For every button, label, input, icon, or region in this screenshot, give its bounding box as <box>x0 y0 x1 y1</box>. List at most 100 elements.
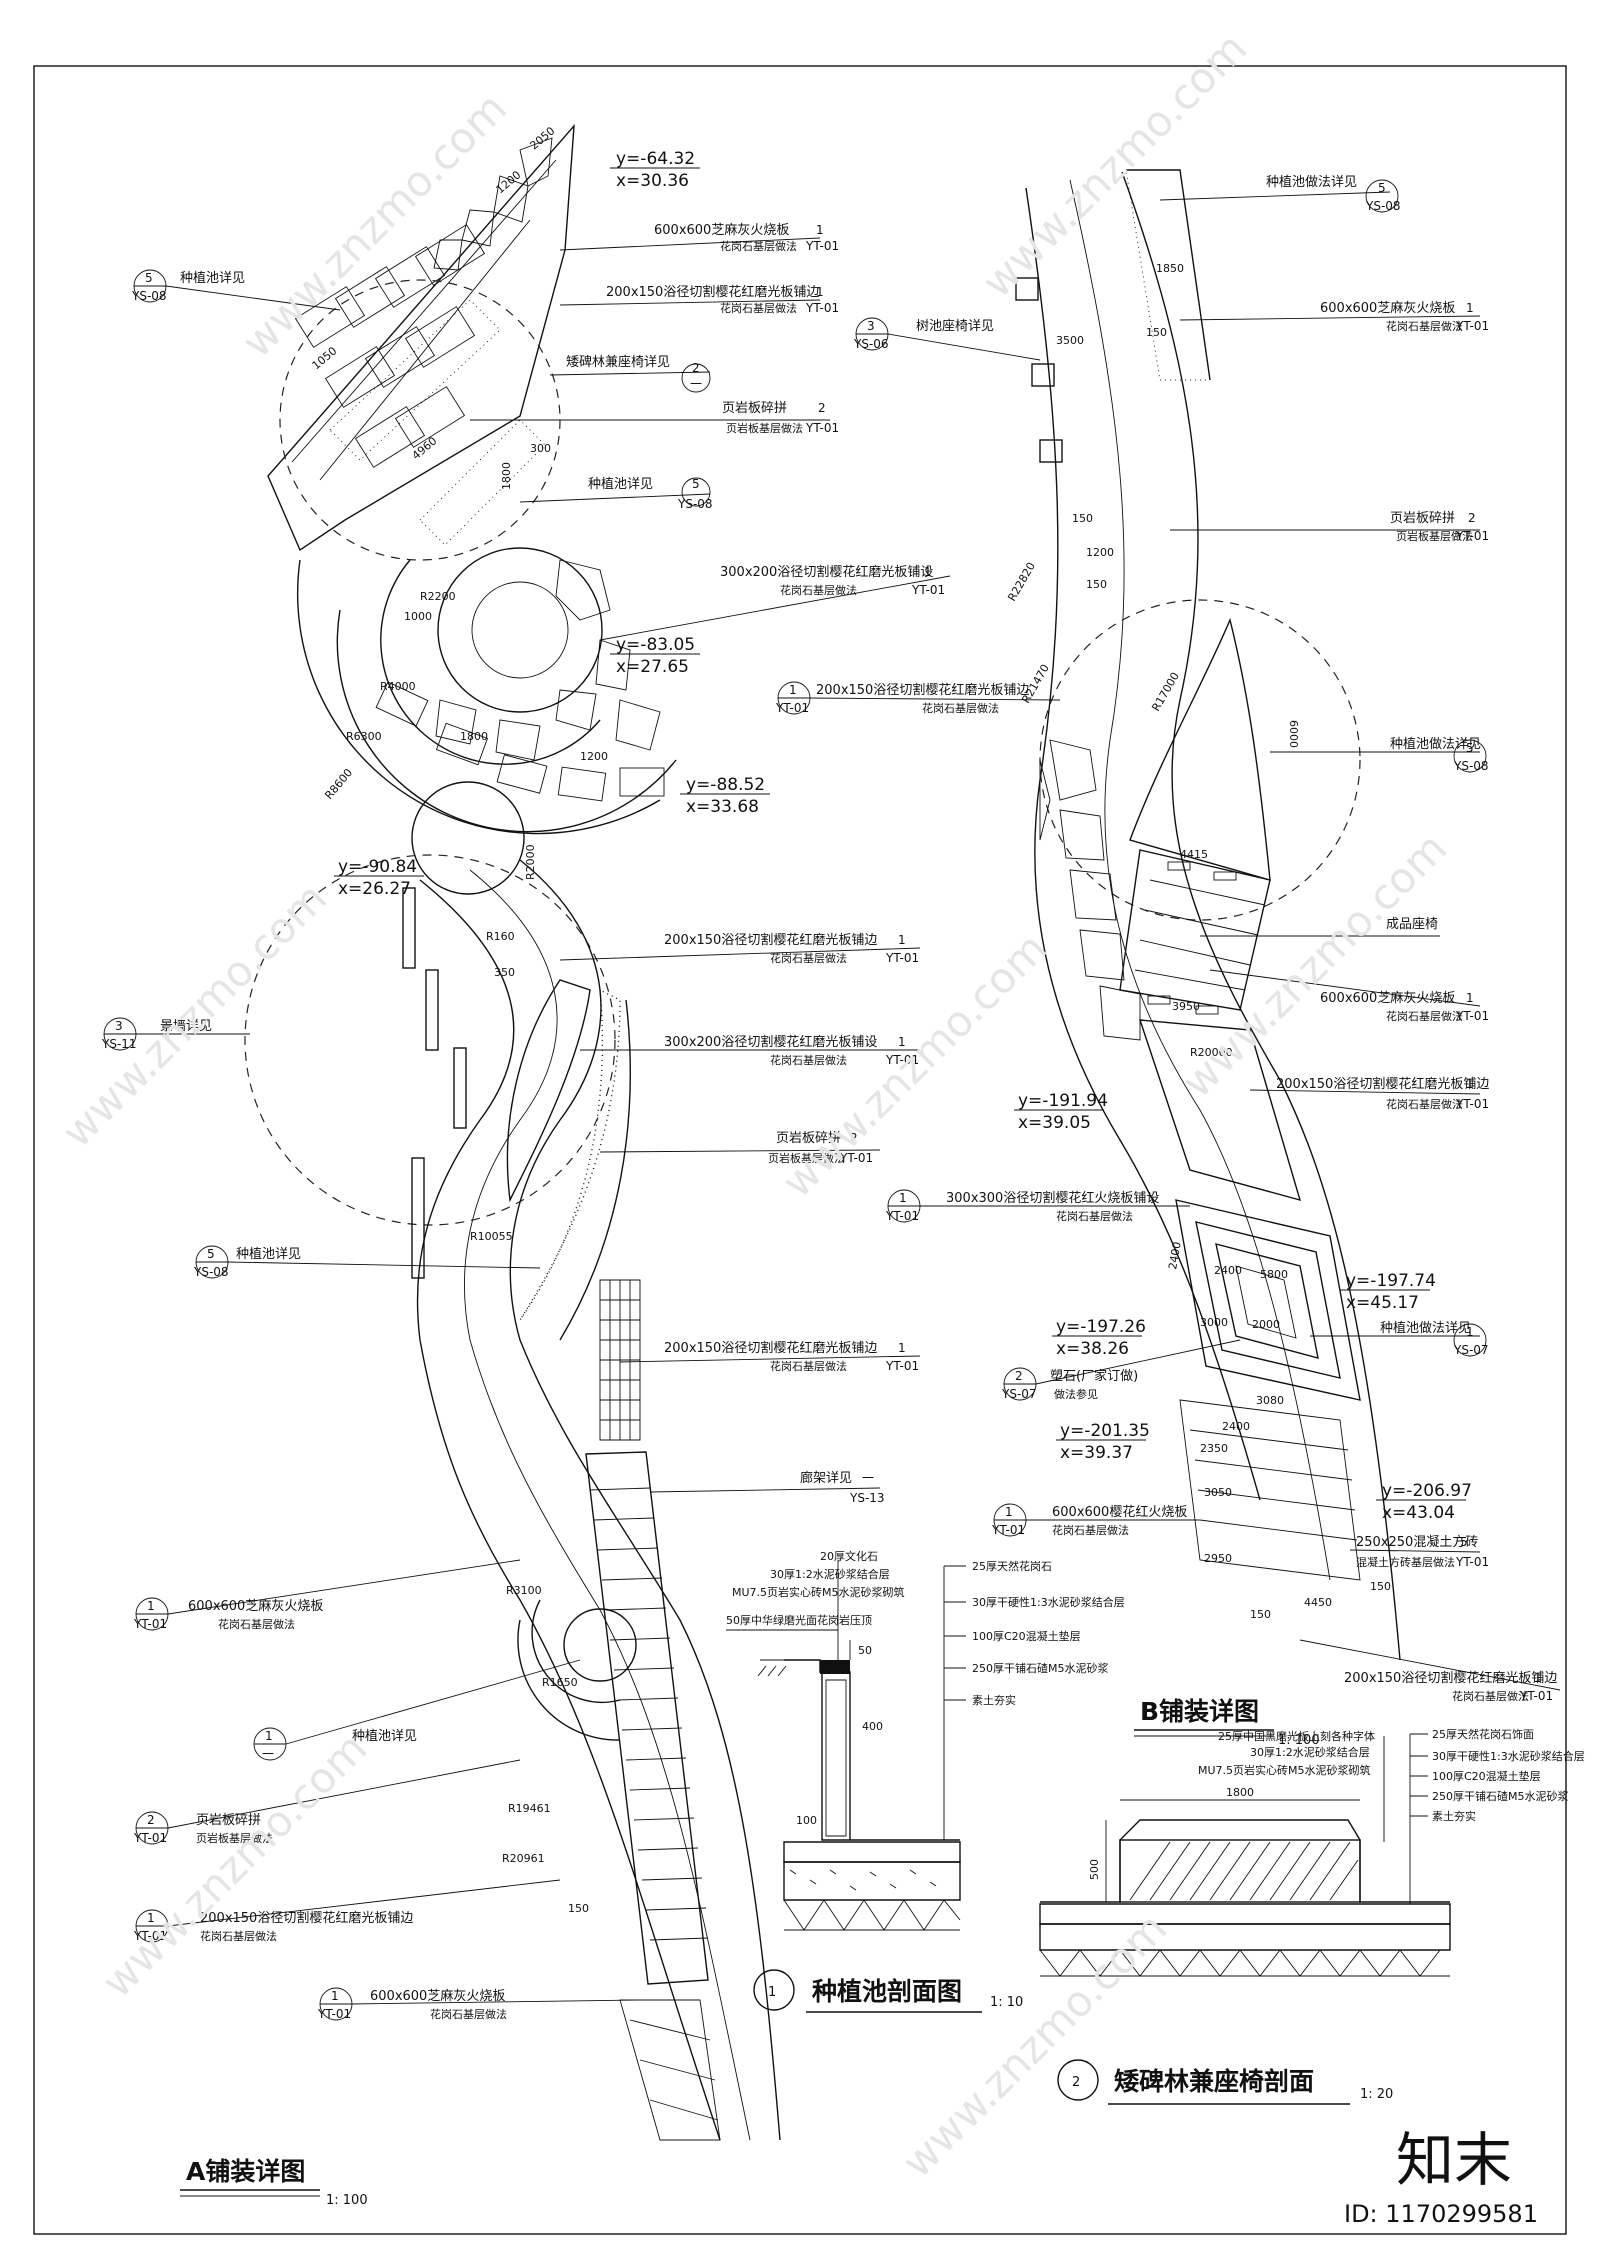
svg-text:1800: 1800 <box>1226 1786 1254 1799</box>
callout-b-0: 种植池做法详见 5 YS-08 <box>1159 175 1401 213</box>
callout-a-l-3: 1 YT-01 600x600芝麻灰火烧板 花岗石基层做法 <box>133 1559 521 1631</box>
svg-text:300x200浴径切割樱花红磨光板铺设: 300x200浴径切割樱花红磨光板铺设 <box>720 564 933 580</box>
svg-text:5: 5 <box>692 477 700 491</box>
svg-text:1: 1 <box>898 1341 906 1355</box>
svg-text:页岩板碎拼: 页岩板碎拼 <box>722 401 787 416</box>
svg-text:种植池详见: 种植池详见 <box>180 271 245 286</box>
plan-a-callouts-left: 5 YS-08 种植池详见 3 YS-11 景墙详见 5 YS-08 种植池详见… <box>101 269 641 2021</box>
svg-text:25厚天然花岗石: 25厚天然花岗石 <box>972 1559 1052 1573</box>
svg-text:MU7.5页岩实心砖M5水泥砂浆砌筑: MU7.5页岩实心砖M5水泥砂浆砌筑 <box>732 1585 905 1599</box>
section-1-title-text: 种植池剖面图 <box>812 1977 962 2006</box>
svg-text:R4000: R4000 <box>380 680 416 693</box>
plan-a-link-circle <box>411 781 525 895</box>
svg-text:2: 2 <box>818 401 826 415</box>
svg-text:塑石(厂家订做): 塑石(厂家订做) <box>1050 1368 1138 1384</box>
svg-text:页岩板碎拼: 页岩板碎拼 <box>1390 511 1455 526</box>
svg-text:30厚1:2水泥砂浆结合层: 30厚1:2水泥砂浆结合层 <box>1250 1745 1370 1759</box>
coord-a3: y=-88.52 x=33.68 <box>680 775 770 817</box>
svg-text:6000: 6000 <box>1287 720 1300 748</box>
watermark-brand: 知末 <box>1396 2126 1512 2194</box>
callout-a-r-6: 200x150浴径切割樱花红磨光板铺边 花岗石基层做法 1 YT-01 <box>559 932 921 965</box>
svg-text:600x600樱花红火烧板: 600x600樱花红火烧板 <box>1052 1504 1187 1520</box>
plan-b <box>1015 169 1401 1661</box>
svg-text:350: 350 <box>494 966 515 979</box>
svg-text:YT-01: YT-01 <box>885 1053 919 1067</box>
plan-b-square-plaza <box>1175 1199 1361 1581</box>
svg-text:200x150浴径切割樱花红磨光板铺边: 200x150浴径切割樱花红磨光板铺边 <box>200 1910 413 1926</box>
section-1-planter: 50 400 100 20厚文化石 30厚1:2水泥砂浆结合层 MU7.5页岩实… <box>726 1549 1125 2013</box>
coord-b4: y=-201.35 x=39.37 <box>1056 1421 1150 1463</box>
svg-text:R20000: R20000 <box>1190 1046 1233 1059</box>
svg-text:R6300: R6300 <box>346 730 382 743</box>
plan-b-title: B铺装详图 1: 100 <box>1134 1697 1320 1748</box>
svg-text:1: 1 <box>1466 1077 1474 1091</box>
svg-text:50: 50 <box>858 1644 872 1657</box>
svg-text:YT-01: YT-01 <box>1455 1097 1489 1111</box>
svg-text:20厚文化石: 20厚文化石 <box>820 1549 878 1563</box>
section-2-drawing: 1800 500 <box>1039 1786 1451 1977</box>
svg-text:YS-07: YS-07 <box>1001 1387 1037 1401</box>
svg-text:100厚C20混凝土垫层: 100厚C20混凝土垫层 <box>1432 1769 1541 1783</box>
svg-text:200x150浴径切割樱花红磨光板铺边: 200x150浴径切割樱花红磨光板铺边 <box>664 1340 877 1356</box>
svg-text:花岗石基层做法: 花岗石基层做法 <box>1386 1097 1463 1111</box>
plan-a-crazy-paving-fan <box>435 559 661 761</box>
svg-text:素土夯实: 素土夯实 <box>972 1693 1016 1707</box>
callout-b-13: 250x250混凝土方砖 混凝土方砖基层做法 5 YT-01 <box>1349 1534 1489 1569</box>
plan-a-fan-r4000 <box>336 609 677 833</box>
callout-b-2: 3 YS-06 树池座椅详见 <box>853 317 1041 361</box>
svg-text:YT-01: YT-01 <box>133 1929 167 1943</box>
svg-text:500: 500 <box>1088 1859 1101 1880</box>
coord-a2: y=-83.05 x=27.65 <box>610 635 700 677</box>
coord-a4: y=-90.84 x=26.27 <box>334 857 424 899</box>
svg-text:R19461: R19461 <box>508 1802 551 1815</box>
svg-text:花岗石基层做法: 花岗石基层做法 <box>1386 1009 1463 1023</box>
svg-text:1: 1 <box>147 1599 155 1613</box>
plan-a-bottom-hatch <box>619 1999 721 2141</box>
svg-text:花岗石基层做法: 花岗石基层做法 <box>1452 1689 1529 1703</box>
callout-b-11: 2 YS-07 塑石(厂家订做) 做法参见 <box>1001 1339 1241 1401</box>
svg-text:1850: 1850 <box>1156 262 1184 275</box>
svg-text:1: 1 <box>816 285 824 299</box>
coord-a2-x: x=27.65 <box>616 657 689 677</box>
plan-b-crazy-paving <box>1039 739 1141 1041</box>
svg-text:种植池做法详见: 种植池做法详见 <box>1390 737 1481 752</box>
coord-b2: y=-197.74 x=45.17 <box>1340 1271 1436 1313</box>
svg-text:300x200浴径切割樱花红磨光板铺设: 300x200浴径切割樱花红磨光板铺设 <box>664 1034 877 1050</box>
svg-text:R2200: R2200 <box>420 590 456 603</box>
callout-a-r-2: 矮碑林兼座椅详见 2 一 <box>549 354 711 393</box>
coord-b1-y: y=-191.94 <box>1018 1091 1108 1111</box>
svg-text:YT-01: YT-01 <box>805 239 839 253</box>
callout-a-r-5: 300x200浴径切割樱花红磨光板铺设 花岗石基层做法 1 YT-01 <box>599 564 951 641</box>
svg-text:花岗石基层做法: 花岗石基层做法 <box>770 951 847 965</box>
svg-text:YT-01: YT-01 <box>133 1831 167 1845</box>
svg-text:2: 2 <box>850 1131 858 1145</box>
svg-text:一: 一 <box>862 1471 874 1485</box>
svg-text:1: 1 <box>789 683 797 697</box>
svg-text:3: 3 <box>867 319 875 333</box>
svg-text:YT-01: YT-01 <box>775 701 809 715</box>
section-1-scale: 1: 10 <box>990 1995 1023 2010</box>
callout-a-l-0: 5 YS-08 种植池详见 <box>131 269 341 311</box>
svg-text:做法参见: 做法参见 <box>1054 1387 1098 1401</box>
svg-text:YT-01: YT-01 <box>805 421 839 435</box>
coord-b1: y=-191.94 x=39.05 <box>1014 1091 1108 1133</box>
svg-text:4450: 4450 <box>1304 1596 1332 1609</box>
svg-text:3500: 3500 <box>1056 334 1084 347</box>
coord-a1-x: x=30.36 <box>616 171 689 191</box>
svg-text:2400: 2400 <box>1166 1241 1184 1271</box>
svg-text:200x150浴径切割樱花红磨光板铺边: 200x150浴径切割樱花红磨光板铺边 <box>664 932 877 948</box>
coord-a3-y: y=-88.52 <box>686 775 765 795</box>
svg-text:种植池详见: 种植池详见 <box>236 1247 301 1262</box>
svg-text:成品座椅: 成品座椅 <box>1386 917 1438 932</box>
svg-text:3: 3 <box>115 1019 123 1033</box>
svg-text:1: 1 <box>924 565 932 579</box>
callout-a-r-9: 200x150浴径切割樱花红磨光板铺边 花岗石基层做法 1 YT-01 <box>619 1340 921 1373</box>
coord-a1: y=-64.32 x=30.36 <box>610 149 700 191</box>
svg-text:1: 1 <box>1005 1505 1013 1519</box>
svg-text:R1650: R1650 <box>542 1676 578 1689</box>
svg-text:种植池做法详见: 种植池做法详见 <box>1266 175 1357 190</box>
svg-text:花岗石基层做法: 花岗石基层做法 <box>720 239 797 253</box>
svg-text:1: 1 <box>1466 301 1474 315</box>
section-2-title-text: 矮碑林兼座椅剖面 <box>1114 2067 1314 2096</box>
